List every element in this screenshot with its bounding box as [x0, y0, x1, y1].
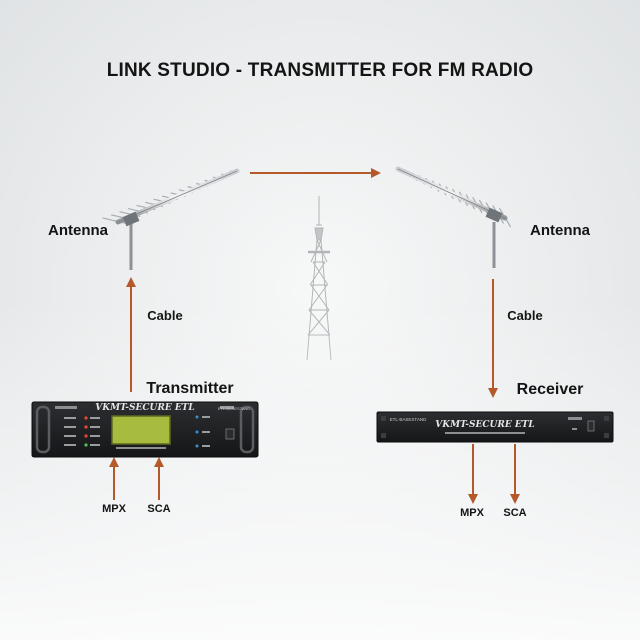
- receiver-model-tag: ETL-BASESTAND: [390, 417, 427, 422]
- receiver-label: Receiver: [516, 381, 584, 398]
- left-antenna-icon: [102, 168, 240, 270]
- rack-handle-right: [239, 405, 255, 454]
- transmitter-brand: VKMT-SECURE ETL: [95, 403, 194, 413]
- receiver-switch-icon: [587, 420, 595, 432]
- receiver-device: VKMT-SECURE ETL ETL-BASESTAND: [376, 411, 614, 443]
- receiver-brand: VKMT-SECURE ETL: [435, 420, 534, 430]
- cable-right-label: Cable: [507, 308, 543, 323]
- antenna-left-label: Antenna: [48, 222, 108, 239]
- transmitter-device: VKMT-SECURE ETL ETL-BASESTAND: [31, 401, 259, 458]
- transmitter-label: Transmitter: [146, 380, 234, 397]
- fog-layer: [0, 300, 640, 640]
- lcd-display: [111, 415, 171, 445]
- transmitter-model-tag: ETL-BASESTAND: [218, 406, 251, 411]
- receiver-sca-label: SCA: [503, 507, 527, 519]
- receiver-mpx-label: MPX: [460, 507, 484, 519]
- right-antenna-icon: [395, 166, 512, 268]
- rack-handle-left: [35, 405, 51, 454]
- transmitter-sca-label: SCA: [147, 503, 171, 515]
- power-switch-icon: [225, 428, 235, 440]
- transmitter-mpx-label: MPX: [102, 503, 126, 515]
- diagram-title: LINK STUDIO - TRANSMITTER FOR FM RADIO: [106, 60, 534, 81]
- cable-left-label: Cable: [147, 308, 183, 323]
- antenna-right-label: Antenna: [530, 222, 590, 239]
